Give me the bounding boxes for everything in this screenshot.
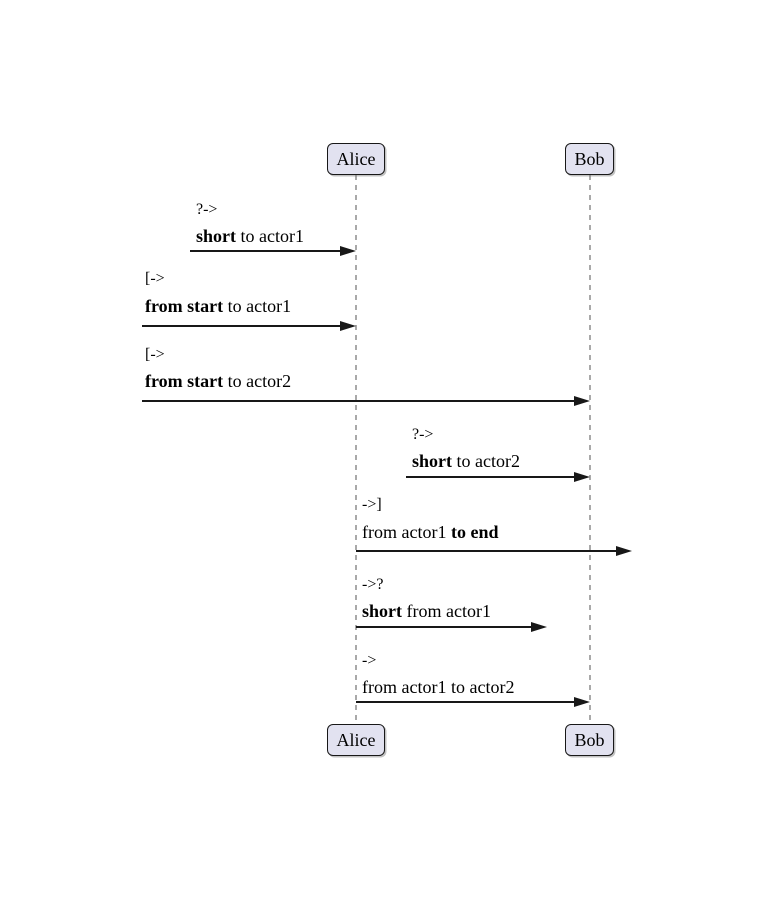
message-arrow-line — [142, 400, 584, 402]
message-code-label: ->? — [362, 576, 384, 593]
message-text-segment: to end — [450, 522, 499, 542]
arrowhead-right-icon — [340, 320, 356, 331]
message-text-segment: short — [362, 601, 402, 621]
message-arrow-line — [356, 626, 541, 628]
message-text-segment: from actor1 — [402, 601, 491, 621]
message-arrow-line — [142, 325, 350, 327]
message-text-segment: from start — [145, 371, 224, 391]
message-text: from start to actor2 — [145, 371, 291, 392]
message-code-label: ?-> — [196, 201, 218, 218]
message-text: short to actor1 — [196, 226, 304, 247]
message-text: short to actor2 — [412, 451, 520, 472]
message-arrow-line — [356, 550, 626, 552]
message-arrow-line — [406, 476, 584, 478]
lifeline-alice — [355, 175, 357, 724]
message-code-label: [-> — [145, 270, 165, 287]
arrowhead-right-icon — [616, 545, 632, 556]
message-code-label: -> — [362, 652, 377, 669]
actor-label-alice-top: Alice — [336, 149, 376, 169]
arrowhead-right-icon — [340, 245, 356, 256]
message-text: short from actor1 — [362, 601, 491, 622]
message-text-segment: from actor1 to actor2 — [362, 677, 515, 697]
lifeline-bob — [589, 175, 591, 724]
message-code-label: ->] — [362, 496, 382, 513]
arrowhead-right-icon — [574, 696, 590, 707]
message-arrow-line — [190, 250, 350, 252]
message-text-segment: from start — [145, 296, 224, 316]
actor-label-bob-bottom: Bob — [574, 730, 605, 750]
actor-box-alice-top: Alice — [327, 143, 385, 175]
message-text-segment: to actor1 — [236, 226, 304, 246]
arrowhead-right-icon — [531, 621, 547, 632]
message-text-segment: to actor2 — [223, 371, 292, 391]
message-text-segment: to actor2 — [452, 451, 520, 471]
actor-label-bob-top: Bob — [574, 149, 605, 169]
message-arrow-line — [356, 701, 584, 703]
message-text: from actor1 to end — [362, 522, 498, 543]
arrowhead-right-icon — [574, 395, 590, 406]
message-text-segment: short — [412, 451, 452, 471]
message-text: from actor1 to actor2 — [362, 677, 514, 698]
message-text-segment: to actor1 — [223, 296, 292, 316]
actor-box-alice-bottom: Alice — [327, 724, 385, 756]
message-code-label: ?-> — [412, 426, 434, 443]
message-text: from start to actor1 — [145, 296, 291, 317]
actor-box-bob-top: Bob — [565, 143, 614, 175]
actor-box-bob-bottom: Bob — [565, 724, 614, 756]
arrowhead-right-icon — [574, 471, 590, 482]
actor-label-alice-bottom: Alice — [336, 730, 376, 750]
message-code-label: [-> — [145, 346, 165, 363]
message-text-segment: short — [196, 226, 236, 246]
message-text-segment: from actor1 — [362, 522, 451, 542]
